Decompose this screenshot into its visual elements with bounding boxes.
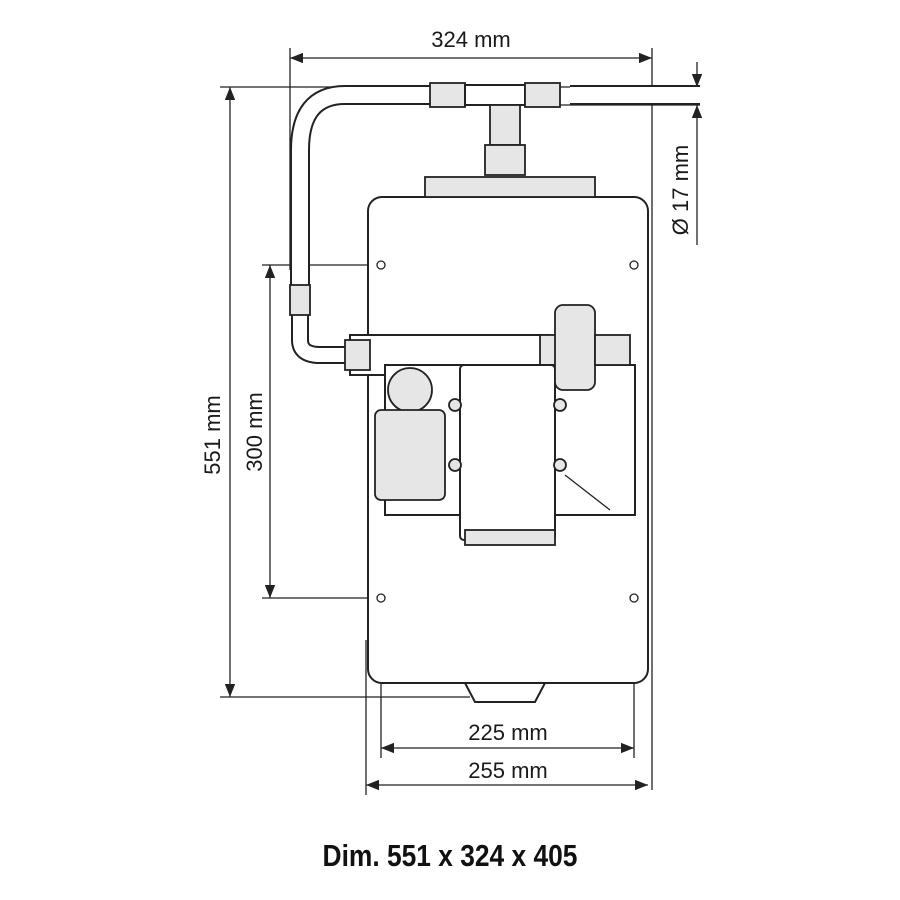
dimensions-caption: Dim. 551 x 324 x 405	[322, 838, 578, 873]
height-total-label: 551 mm	[200, 395, 225, 474]
hose-diameter-label: Ø 17 mm	[668, 145, 693, 235]
width-tank-label: 255 mm	[468, 758, 547, 783]
mount-vertical-label: 300 mm	[242, 392, 267, 471]
hose-assembly	[289, 82, 700, 364]
width-top-label: 324 mm	[431, 27, 510, 52]
pump-assembly	[344, 304, 636, 546]
mount-horizontal-label: 225 mm	[468, 720, 547, 745]
dimension-lines	[224, 52, 703, 791]
